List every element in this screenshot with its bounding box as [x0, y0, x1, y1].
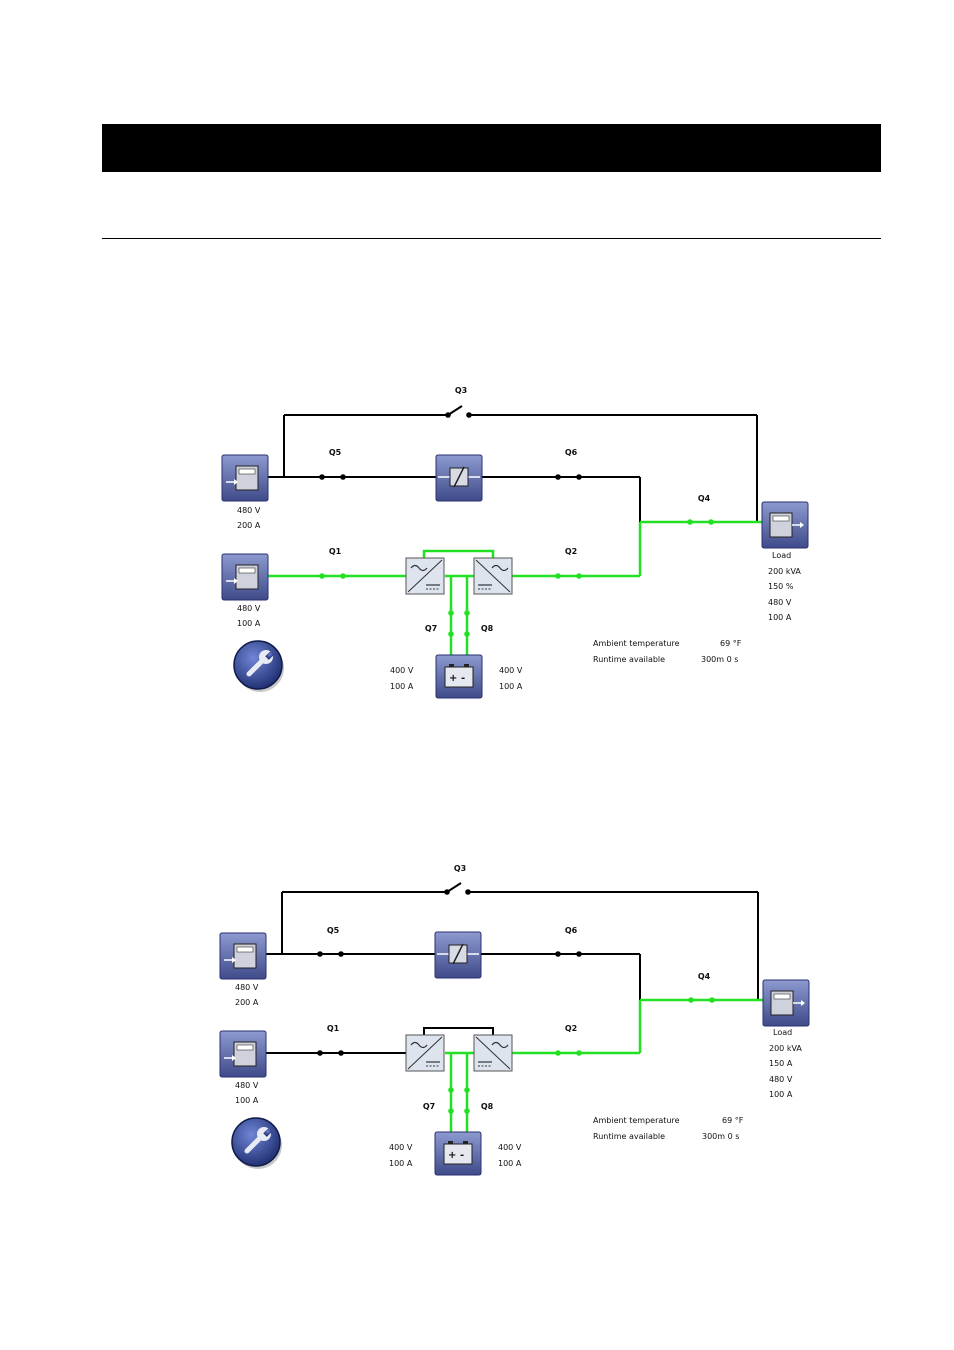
ambient-temperature-label: Ambient temperature	[593, 1116, 680, 1125]
static-switch[interactable]	[435, 454, 483, 502]
main-input-voltage: 480 V	[237, 604, 261, 613]
runtime-available-label: Runtime available	[593, 655, 665, 664]
ups-mimic-diagram-1: Q3 Q5 Q6 Q4 Q1 Q2 Q7 Q8 480 V 200 A	[0, 380, 954, 720]
inverter[interactable]	[473, 1034, 513, 1072]
bypass-input-module[interactable]	[221, 454, 269, 502]
load-percent: 150 %	[768, 582, 794, 591]
energized-wiring	[445, 998, 763, 1133]
battery[interactable]: + -	[434, 1131, 482, 1176]
static-switch-icon	[438, 466, 480, 488]
q2-label: Q2	[565, 547, 577, 556]
energized-wiring	[268, 520, 762, 656]
load-module[interactable]	[762, 979, 810, 1027]
maintenance-button[interactable]	[231, 1117, 282, 1169]
load-voltage: 480 V	[769, 1075, 793, 1084]
load-power: 200 kVA	[768, 567, 801, 576]
q8-label: Q8	[481, 624, 494, 633]
q6-label: Q6	[565, 926, 578, 935]
static-switch-icon	[437, 943, 479, 965]
battery-right-voltage: 400 V	[498, 1143, 522, 1152]
battery-right-current: 100 A	[499, 682, 523, 691]
q7-label: Q7	[425, 624, 437, 633]
apc-ups-module-icon	[226, 465, 259, 491]
runtime-available-value: 300m 0 s	[702, 1132, 739, 1141]
bypass-wiring	[268, 405, 758, 522]
ambient-temperature-value: 69 °F	[722, 1116, 744, 1125]
q1-label: Q1	[327, 1024, 340, 1033]
bypass-input-voltage: 480 V	[235, 983, 259, 992]
q8-label: Q8	[481, 1102, 494, 1111]
rectifier-icon	[407, 559, 443, 593]
main-input-current: 100 A	[237, 619, 261, 628]
inverter[interactable]	[473, 557, 513, 595]
bypass-input-current: 200 A	[237, 521, 261, 530]
q3-label: Q3	[455, 386, 467, 395]
main-input-module[interactable]	[221, 553, 269, 601]
bypass-input-module[interactable]	[219, 932, 267, 980]
apc-ups-module-icon	[224, 943, 257, 969]
load-label: Load	[773, 1028, 792, 1037]
q3-label: Q3	[454, 864, 466, 873]
load-voltage: 480 V	[768, 598, 792, 607]
bypass-wiring	[266, 882, 759, 1054]
battery-left-current: 100 A	[389, 1159, 413, 1168]
svg-text:-: -	[460, 1150, 464, 1161]
battery-left-voltage: 400 V	[390, 666, 414, 675]
rectifier-icon	[407, 1036, 443, 1070]
battery-right-voltage: 400 V	[499, 666, 523, 675]
q1-label: Q1	[329, 547, 342, 556]
breaker-dots	[317, 889, 715, 1114]
q4-label: Q4	[698, 494, 711, 503]
rectifier[interactable]	[405, 557, 445, 595]
svg-text:+: +	[449, 673, 457, 684]
main-input-voltage: 480 V	[235, 1081, 259, 1090]
q5-label: Q5	[327, 926, 340, 935]
load-percent: 150 A	[769, 1059, 793, 1068]
wrench-icon	[244, 1127, 272, 1154]
battery-icon: + -	[444, 664, 474, 688]
breaker-dots	[319, 412, 714, 637]
q4-label: Q4	[698, 972, 711, 981]
apc-ups-module-icon	[769, 512, 804, 538]
q7-label: Q7	[423, 1102, 435, 1111]
runtime-available-label: Runtime available	[593, 1132, 665, 1141]
inverter-icon	[475, 1036, 511, 1070]
battery-left-voltage: 400 V	[389, 1143, 413, 1152]
load-power: 200 kVA	[769, 1044, 802, 1053]
svg-text:-: -	[461, 673, 465, 684]
rectifier-inverter-link	[423, 1027, 494, 1035]
load-current: 100 A	[768, 613, 792, 622]
battery-left-current: 100 A	[390, 682, 414, 691]
load-module[interactable]	[761, 501, 809, 549]
inverter-icon	[475, 559, 511, 593]
static-switch[interactable]	[434, 931, 482, 979]
main-input-current: 100 A	[235, 1096, 259, 1105]
ambient-temperature-value: 69 °F	[720, 639, 742, 648]
ups-mimic-diagram-2: Q3 Q5 Q6 Q4 Q1 Q2 Q7 Q8 480 V 200 A	[0, 858, 954, 1198]
load-current: 100 A	[769, 1090, 793, 1099]
apc-ups-module-icon	[226, 564, 259, 590]
ambient-temperature-label: Ambient temperature	[593, 639, 680, 648]
rectifier-inverter-link	[422, 549, 495, 558]
q6-label: Q6	[565, 448, 578, 457]
battery-right-current: 100 A	[498, 1159, 522, 1168]
main-input-module[interactable]	[219, 1030, 267, 1078]
runtime-available-value: 300m 0 s	[701, 655, 738, 664]
battery-icon: + -	[443, 1141, 473, 1165]
apc-ups-module-icon	[224, 1041, 257, 1067]
load-label: Load	[772, 551, 791, 560]
svg-text:+: +	[448, 1150, 456, 1161]
bypass-input-current: 200 A	[235, 998, 259, 1007]
battery[interactable]: + -	[435, 654, 483, 699]
rectifier[interactable]	[405, 1034, 445, 1072]
section-divider	[102, 238, 881, 239]
q5-label: Q5	[329, 448, 342, 457]
wrench-icon	[246, 650, 274, 677]
q2-label: Q2	[565, 1024, 577, 1033]
apc-ups-module-icon	[770, 990, 805, 1016]
maintenance-button[interactable]	[233, 640, 284, 692]
section-header-bar	[102, 124, 881, 172]
bypass-input-voltage: 480 V	[237, 506, 261, 515]
